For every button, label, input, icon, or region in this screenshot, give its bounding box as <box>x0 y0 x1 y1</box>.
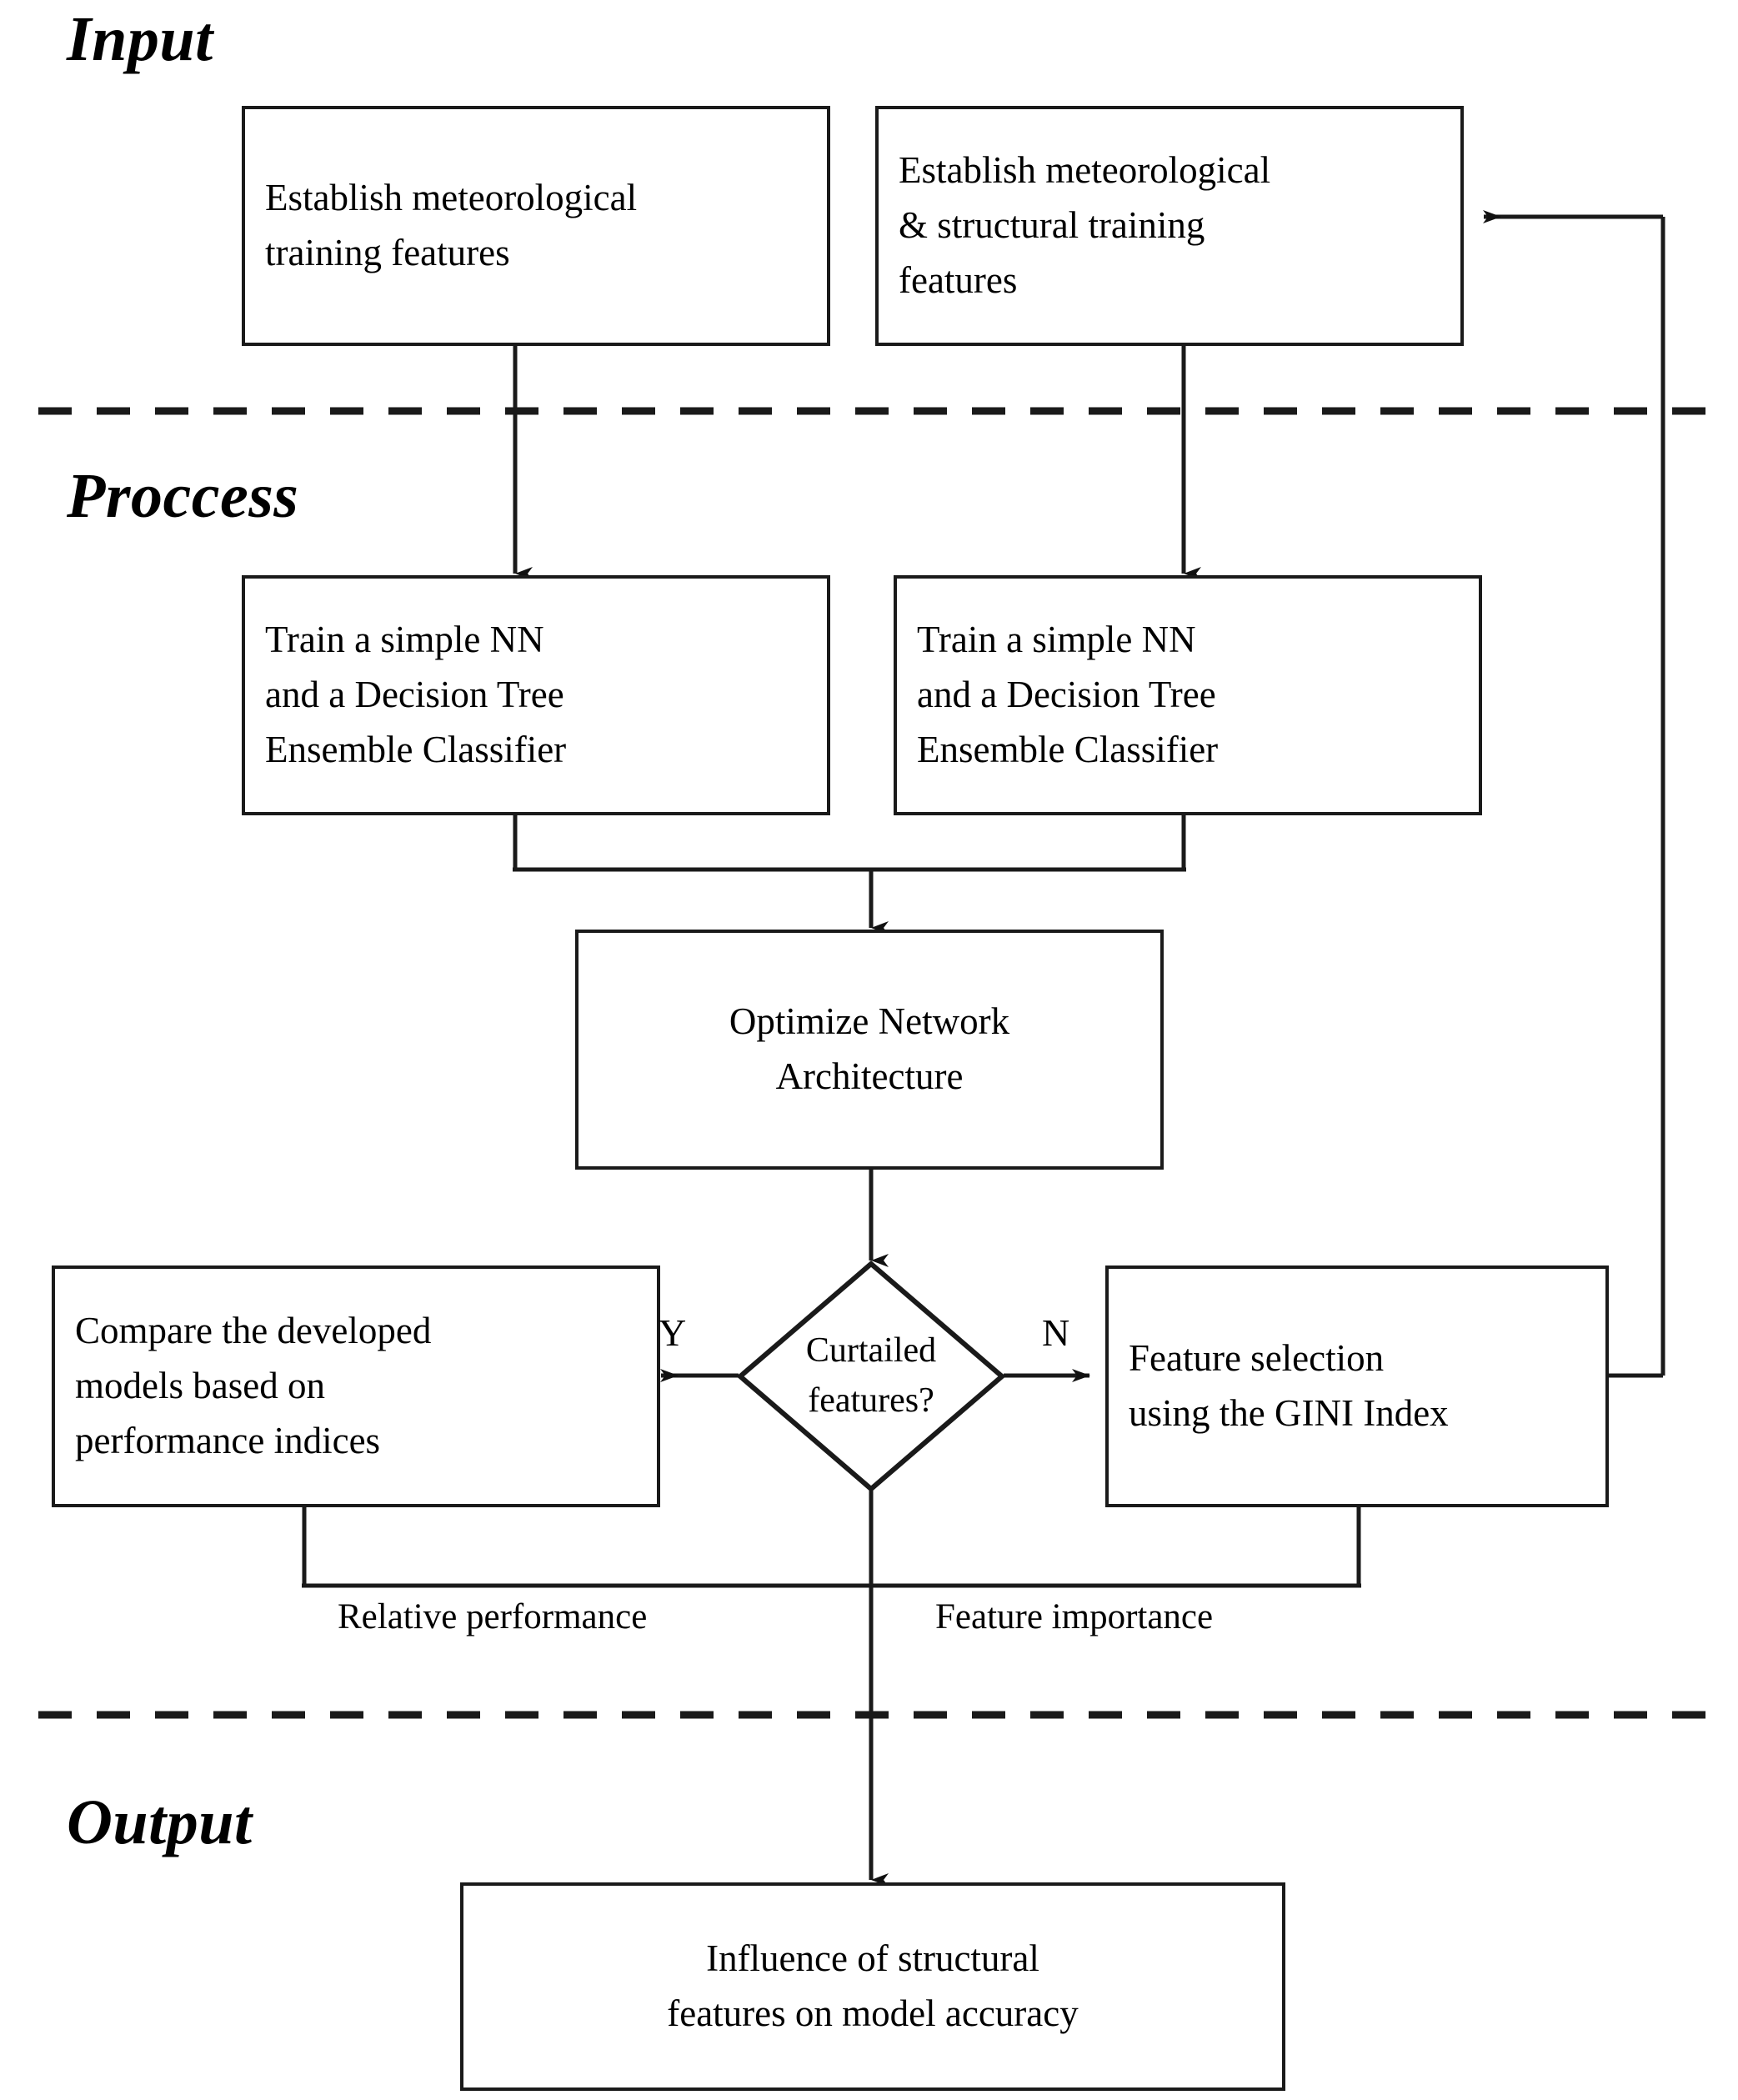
node-train-nn-decision-tree-right[interactable]: Train a simple NN and a Decision Tree En… <box>894 575 1482 815</box>
diamond-shape <box>737 1261 1005 1492</box>
node-text: Feature selection using the GINI Index <box>1129 1337 1449 1434</box>
edge-label-no: N <box>1042 1311 1070 1354</box>
node-train-nn-decision-tree-left[interactable]: Train a simple NN and a Decision Tree En… <box>242 575 830 815</box>
node-text: Train a simple NN and a Decision Tree En… <box>265 619 567 770</box>
node-optimize-network-architecture[interactable]: Optimize Network Architecture <box>575 930 1164 1170</box>
node-decision-curtailed-features[interactable]: Curtailed features? <box>737 1261 1005 1492</box>
stage-label-input: Input <box>67 4 213 74</box>
node-text: Compare the developed models based on pe… <box>75 1310 432 1461</box>
edge-label-yes: Y <box>659 1311 687 1354</box>
node-establish-meteorological-structural-features[interactable]: Establish meteorological & structural tr… <box>875 106 1464 346</box>
node-text: Optimize Network Architecture <box>729 1000 1010 1097</box>
node-compare-developed-models[interactable]: Compare the developed models based on pe… <box>52 1266 660 1507</box>
edge-label-relative-performance: Relative performance <box>338 1597 648 1636</box>
node-establish-meteorological-features[interactable]: Establish meteorological training featur… <box>242 106 830 346</box>
node-influence-structural-features-accuracy[interactable]: Influence of structural features on mode… <box>460 1882 1285 2091</box>
stage-label-process: Proccess <box>67 461 299 531</box>
node-text: Establish meteorological training featur… <box>265 177 638 273</box>
node-text: Train a simple NN and a Decision Tree En… <box>917 619 1219 770</box>
node-text: Curtailed features? <box>805 1331 937 1420</box>
node-text: Influence of structural features on mode… <box>667 1937 1079 2034</box>
node-text: Establish meteorological & structural tr… <box>899 149 1271 301</box>
edge-label-feature-importance: Feature importance <box>935 1597 1214 1636</box>
node-feature-selection-gini-index[interactable]: Feature selection using the GINI Index <box>1105 1266 1609 1507</box>
stage-label-output: Output <box>67 1787 253 1857</box>
